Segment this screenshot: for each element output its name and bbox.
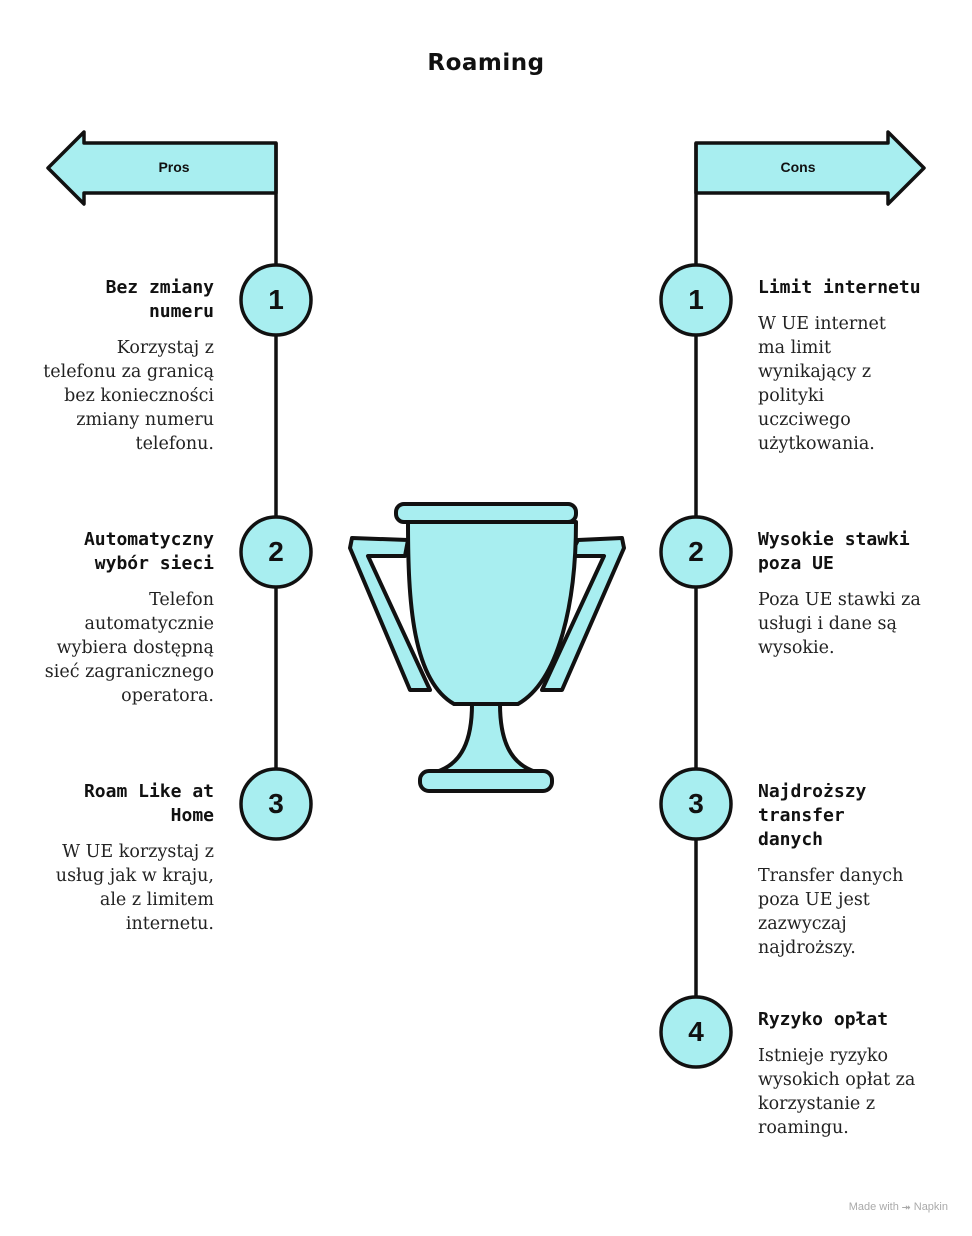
cons-label: Cons [780, 159, 816, 175]
cons-arrow-icon [694, 130, 926, 206]
cons-item-desc-3: Transfer danych poza UE jest zazwyczaj n… [758, 866, 904, 958]
pros-item-title-3: Roam Like at Home [83, 781, 214, 826]
pros-circle-1 [239, 263, 313, 337]
pros-number-1: 1 [268, 284, 284, 315]
pros-arrow-icon [46, 130, 278, 206]
cons-circle-4 [659, 995, 733, 1069]
diagram-title: Roaming [427, 50, 545, 76]
cons-number-3: 3 [688, 788, 704, 819]
cons-circle-3 [659, 767, 733, 841]
cons-number-1: 1 [688, 284, 704, 315]
cons-item-desc-2: Poza UE stawki za usługi i dane są wysok… [758, 590, 921, 658]
pros-number-2: 2 [268, 536, 284, 567]
pros-item-title-2: Automatyczny wybór sieci [83, 529, 214, 574]
cons-item-desc-1: W UE internet ma limit wynikający z poli… [758, 314, 886, 454]
cons-item-title-1: Limit internetu [758, 277, 921, 298]
pros-item-desc-1: Korzystaj z telefonu za granicą bez koni… [43, 338, 214, 454]
cons-item-title-2: Wysokie stawki poza UE [758, 529, 910, 574]
pros-circle-3 [239, 767, 313, 841]
cons-circle-2 [659, 515, 733, 589]
cons-number-4: 4 [688, 1016, 704, 1047]
cons-number-2: 2 [688, 536, 704, 567]
pros-item-desc-2: Telefon automatycznie wybiera dostępną s… [44, 590, 214, 706]
cons-item-title-4: Ryzyko opłat [758, 1009, 889, 1030]
pros-item-desc-3: W UE korzystaj z usług jak w kraju, ale … [55, 842, 214, 934]
cons-item-desc-4: Istnieje ryzyko wysokich opłat za korzys… [758, 1046, 916, 1138]
pros-number-3: 3 [268, 788, 284, 819]
pros-circle-2 [239, 515, 313, 589]
footer-credit: Made with ⯮ Napkin [848, 1201, 948, 1213]
pros-item-title-1: Bez zmiany numeru [105, 277, 214, 322]
cons-circle-1 [659, 263, 733, 337]
cons-item-title-3: Najdroższy transfer danych [758, 781, 867, 850]
pros-label: Pros [158, 159, 190, 175]
trophy-icon [348, 502, 626, 793]
